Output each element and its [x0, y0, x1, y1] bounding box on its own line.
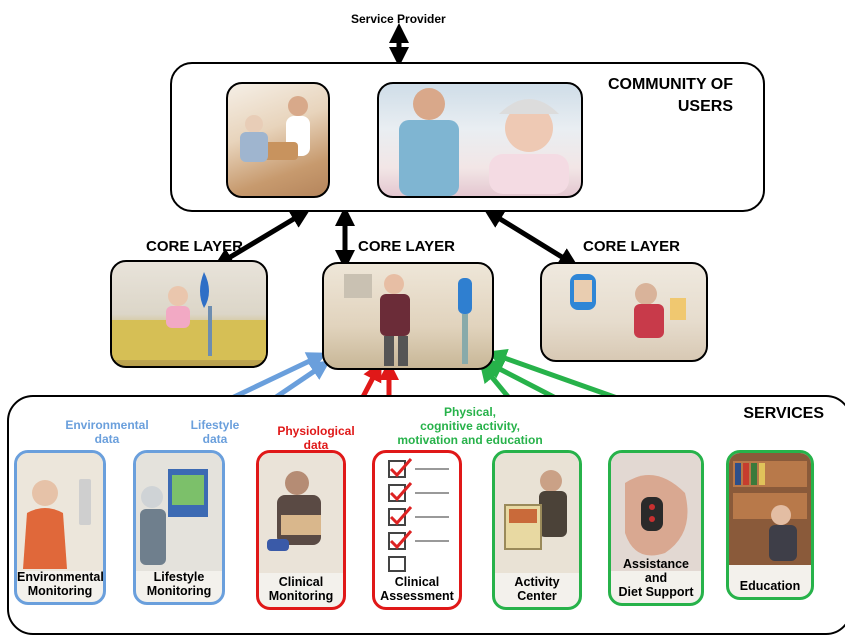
service-clinical-monitoring: Clinical Monitoring [256, 450, 346, 610]
core-layer-center-title: CORE LAYER [358, 238, 455, 255]
service-activity-center: Activity Center [492, 450, 582, 610]
service-education: Education [726, 450, 814, 600]
services-title: SERVICES [743, 405, 824, 422]
arrow-community-core-left [213, 208, 311, 268]
service-label: Clinical Monitoring [268, 575, 334, 603]
service-label: Environmental Monitoring [17, 570, 104, 598]
caption-physiological-data: Physiological data [277, 424, 355, 452]
service-lifestyle-monitoring: Lifestyle Monitoring [133, 450, 225, 605]
core-layer-center-photo [322, 262, 494, 370]
core-layer-left-title: CORE LAYER [146, 238, 243, 255]
service-label: Clinical Assessment [380, 575, 454, 603]
service-label: Lifestyle Monitoring [146, 570, 212, 598]
core-layer-right-title: CORE LAYER [583, 238, 680, 255]
caption-lifestyle-data: Lifestyle data [190, 418, 240, 446]
community-photo-nurse-serving [226, 82, 330, 198]
service-label: Activity Center [514, 575, 560, 603]
core-layer-left-photo [110, 260, 268, 368]
caption-environmental-data: Environmental data [65, 418, 149, 446]
caption-physical-cognitive: Physical, cognitive activity, motivation… [397, 405, 543, 447]
arrow-community-core-right [483, 208, 579, 268]
service-label: Education [739, 579, 801, 593]
service-clinical-assessment: Clinical Assessment [372, 450, 462, 610]
core-layer-right-photo [540, 262, 708, 362]
service-assistance-diet-support: Assistance and Diet Support [608, 450, 704, 606]
service-environmental-monitoring: Environmental Monitoring [14, 450, 106, 605]
service-provider-label: Service Provider [351, 12, 446, 26]
community-photo-doctor-patient [377, 82, 583, 198]
service-label: Assistance and Diet Support [618, 557, 694, 599]
community-title: COMMUNITY OF USERS [607, 76, 733, 115]
